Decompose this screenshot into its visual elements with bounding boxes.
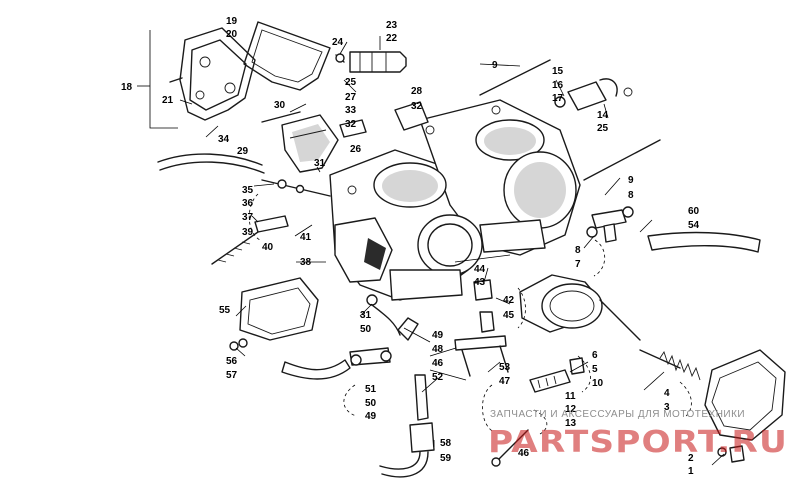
callout-label: 49	[432, 330, 444, 341]
callout-label: 8	[628, 190, 634, 201]
callout-label: 39	[242, 227, 254, 238]
intake-boot	[519, 274, 641, 341]
callout-label: 14	[597, 110, 609, 121]
callout-label: 43	[474, 277, 486, 288]
callout-label: 38	[300, 257, 312, 268]
callout-label: 22	[386, 33, 398, 44]
watermark-caption: ЗАПЧАСТИ И АКСЕССУАРЫ ДЛЯ МОТОТЕХНИКИ	[490, 409, 745, 420]
callout-label: 46	[518, 448, 530, 459]
callout-label: 29	[237, 146, 249, 157]
callout-label: 49	[365, 411, 377, 422]
callout-label: 31	[360, 310, 372, 321]
callout-label: 7	[575, 259, 581, 270]
fuel-line-lower	[281, 294, 419, 380]
callout-label: 17	[552, 93, 564, 104]
callout-label: 59	[440, 453, 452, 464]
callout-label: 60	[688, 206, 700, 217]
callout-label: 9	[628, 175, 634, 186]
upper-cover-assembly	[169, 21, 407, 121]
callout-label: 21	[162, 95, 174, 106]
callout-label: 2	[688, 453, 694, 464]
callout-label: 58	[440, 438, 452, 449]
callout-label: 34	[218, 134, 230, 145]
pin-rod	[261, 111, 301, 123]
carburetor-body	[329, 59, 661, 301]
callout-label: 30	[274, 100, 286, 111]
callout-label: 40	[262, 242, 274, 253]
callout-label: 12	[565, 404, 577, 415]
callout-label: 9	[492, 60, 498, 71]
callout-label: 53	[499, 362, 511, 373]
callout-label: 32	[411, 101, 423, 112]
callout-label: 46	[432, 358, 444, 369]
callout-label: 56	[226, 356, 238, 367]
side-cover-plate	[239, 277, 319, 341]
parts-artwork	[157, 21, 786, 478]
callout-label: 16	[552, 80, 564, 91]
watermark: ЗАПЧАСТИ И АКСЕССУАРЫ ДЛЯ МОТОТЕХНИКИ PA…	[488, 409, 788, 460]
callout-label: 6	[592, 350, 598, 361]
callout-label: 32	[345, 119, 357, 130]
callout-label: 15	[552, 66, 564, 77]
callout-label: 50	[365, 398, 377, 409]
callout-label: 23	[386, 20, 398, 31]
callout-label: 55	[219, 305, 231, 316]
vent-hose-right	[647, 231, 761, 253]
throttle-cap	[554, 78, 633, 111]
callout-label: 25	[597, 123, 609, 134]
crossover-tube	[454, 335, 509, 377]
vent-tee-fitting	[586, 206, 634, 243]
callout-label: 20	[226, 29, 238, 40]
leader-lines	[137, 30, 725, 466]
callout-label: 50	[360, 324, 372, 335]
callout-label: 13	[565, 418, 577, 429]
callout-label: 51	[365, 384, 377, 395]
callout-label: 37	[242, 212, 254, 223]
callout-label: 33	[345, 105, 357, 116]
callout-label: 54	[688, 220, 700, 231]
callout-label: 35	[242, 185, 254, 196]
callout-label: 5	[592, 364, 598, 375]
callout-label: 27	[345, 92, 357, 103]
callout-label: 8	[575, 245, 581, 256]
callout-label: 26	[350, 144, 362, 155]
pilot-screw-assembly	[211, 179, 331, 265]
callout-label: 4	[664, 388, 670, 399]
callout-label: 44	[474, 264, 486, 275]
fuel-hose-left	[157, 153, 263, 166]
callout-label: 42	[503, 295, 515, 306]
callout-label: 19	[226, 16, 238, 27]
callout-brackets	[248, 193, 692, 435]
callout-label: 57	[226, 370, 238, 381]
callout-label: 41	[300, 232, 312, 243]
callout-label: 18	[121, 82, 133, 93]
callout-label: 45	[503, 310, 515, 321]
callout-label: 24	[332, 37, 344, 48]
callout-label: 11	[565, 391, 576, 402]
callout-label: 28	[411, 86, 423, 97]
callout-label: 47	[499, 376, 511, 387]
callout-label: 1	[688, 466, 694, 477]
callout-label: 3	[664, 402, 670, 413]
callout-label: 36	[242, 198, 254, 209]
callout-label: 10	[592, 378, 604, 389]
callout-label: 52	[432, 372, 444, 383]
diaphragm-cap	[281, 114, 339, 173]
fuel-filter-assembly	[379, 374, 435, 478]
callout-label: 25	[345, 77, 357, 88]
callout-label: 48	[432, 344, 444, 355]
watermark-logo: PARTSPORT.RU	[488, 425, 788, 460]
callout-label: 31	[314, 158, 326, 169]
callout-labels: 19 20 23 22 24 18 21 34 9 15 16 17 14 25…	[121, 16, 700, 477]
